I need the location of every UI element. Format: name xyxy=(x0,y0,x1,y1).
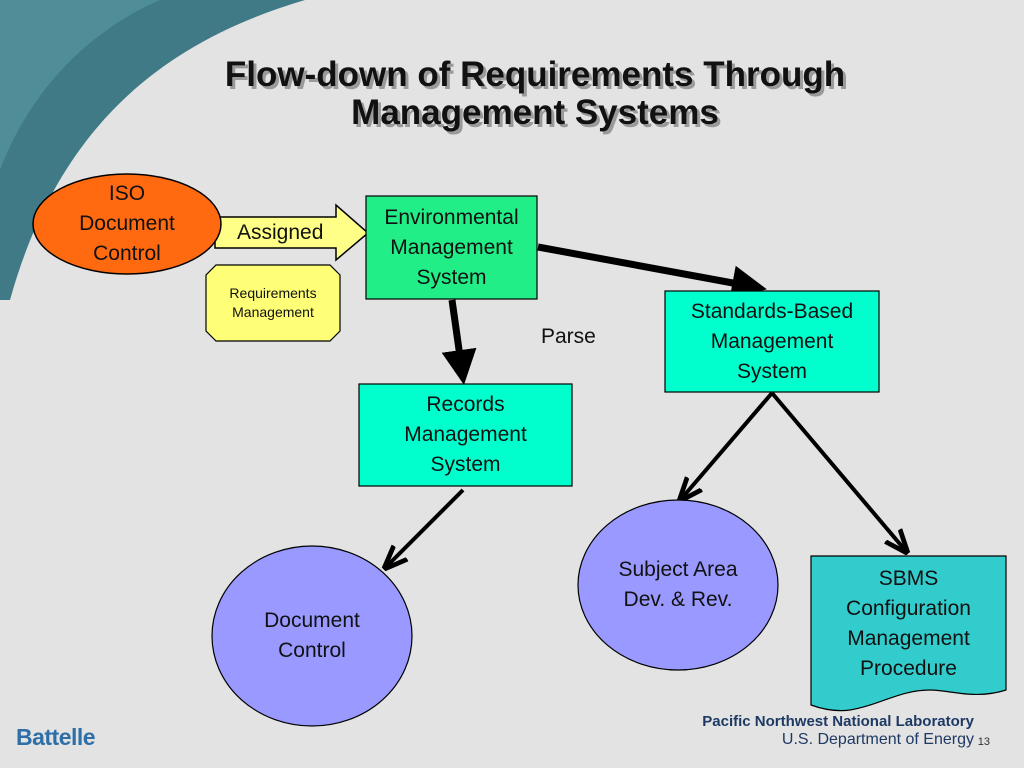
doc-control-circle xyxy=(211,545,413,727)
environmental-management-node: Environmental Management System xyxy=(366,196,537,299)
slide-title: Flow-down of Requirements Through Manage… xyxy=(224,55,846,132)
assigned-label: Assigned xyxy=(237,221,324,244)
requirements-management-node: Requirements Management xyxy=(206,265,340,341)
subject-area-node: Subject Area Dev. & Rev. xyxy=(578,500,778,670)
records-box-shape xyxy=(358,383,573,487)
arrow-sbms-to-config xyxy=(770,391,905,550)
arrow-env-to-sbms xyxy=(537,243,767,301)
doe-name: U.S. Department of Energy xyxy=(781,731,974,748)
parse-label: Parse xyxy=(541,325,596,348)
arrow-env-to-records xyxy=(441,299,477,385)
doc-control-label: Document Control xyxy=(264,609,360,662)
page-number: 13 xyxy=(977,736,990,748)
arrow-records-to-doc xyxy=(387,488,465,566)
document-control-node: Document Control xyxy=(212,546,412,726)
iso-label: ISO Document Control xyxy=(79,182,175,265)
arrow-sbms-to-subject xyxy=(682,391,774,498)
config-document-shape xyxy=(810,555,1007,712)
sbms-configuration-node: SBMS Configuration Management Procedure xyxy=(811,560,1006,688)
corner-swoosh-highlight xyxy=(0,0,160,170)
subject-label: Subject Area Dev. & Rev. xyxy=(618,558,738,611)
requirements-label: Requirements Management xyxy=(229,285,317,320)
requirements-plaque xyxy=(205,264,341,342)
env-label: Environmental Management System xyxy=(384,205,519,289)
lab-name: Pacific Northwest National Laboratory xyxy=(702,713,974,730)
records-label: Records Management System xyxy=(404,393,527,476)
corner-swoosh xyxy=(0,0,305,300)
standards-based-management-node: Standards-Based Management System xyxy=(665,291,879,392)
config-label: SBMS Configuration Management Procedure xyxy=(846,567,971,680)
iso-document-control-node: ISO Document Control xyxy=(47,174,207,274)
iso-ellipse xyxy=(32,173,222,275)
sbms-box-shape xyxy=(664,290,880,393)
subject-circle xyxy=(577,499,779,671)
assigned-arrow xyxy=(214,203,370,262)
battelle-logo: Battelle xyxy=(16,724,96,750)
env-box-shape xyxy=(365,195,538,300)
sbms-label: Standards-Based Management System xyxy=(690,299,854,383)
records-management-node: Records Management System xyxy=(359,384,572,486)
